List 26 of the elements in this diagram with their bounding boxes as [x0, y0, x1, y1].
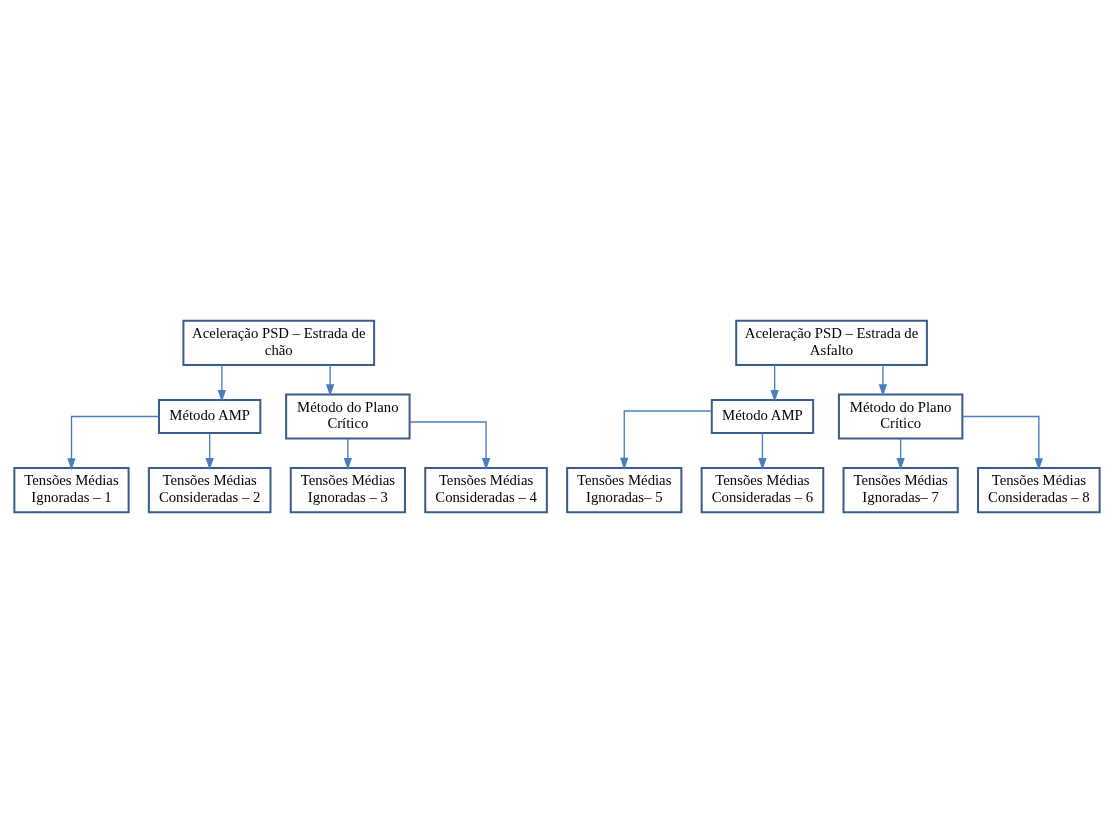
arrow	[770, 363, 779, 402]
arrow	[205, 432, 214, 470]
arrow	[67, 415, 160, 470]
node-box: Tensões Médias Consideradas – 4	[424, 466, 548, 513]
arrow	[409, 420, 491, 470]
node-box: Tensões Médias Ignoradas – 1	[13, 466, 130, 513]
node-box: Tensões Médias Consideradas – 2	[147, 466, 272, 513]
arrow	[758, 432, 767, 470]
node-box: Tensões Médias Ignoradas – 3	[289, 466, 406, 513]
node-box: Aceleração PSD – Estrada de Asfalto	[735, 319, 928, 366]
node-box: Aceleração PSD – Estrada de chão	[182, 319, 376, 366]
node-box: Método do Plano Crítico	[285, 392, 411, 440]
arrow	[325, 363, 335, 396]
arrow	[896, 437, 905, 470]
arrow	[217, 363, 227, 402]
node-box: Método AMP	[710, 398, 815, 434]
arrow	[620, 409, 713, 470]
node-box: Tensões Médias Ignoradas– 5	[566, 466, 683, 513]
arrow	[878, 363, 888, 396]
arrow	[961, 415, 1044, 470]
node-box: Tensões Médias Ignoradas– 7	[842, 466, 959, 513]
node-box: Método do Plano Crítico	[837, 392, 964, 440]
node-box: Tensões Médias Consideradas – 8	[977, 466, 1101, 513]
arrow	[343, 437, 353, 470]
node-box: Método AMP	[158, 398, 262, 434]
node-box: Tensões Médias Consideradas – 6	[700, 466, 825, 513]
